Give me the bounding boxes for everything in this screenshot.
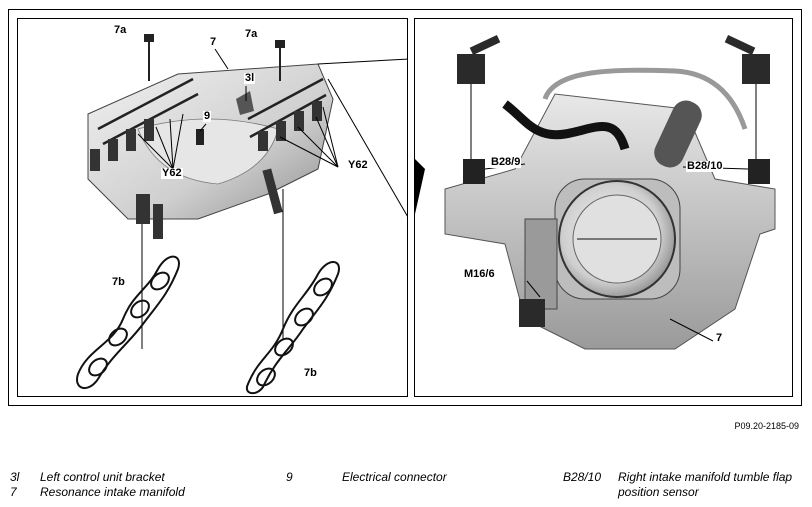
figure-frame: 7a 7a 7 3l 9 Y62 Y62 7b 7b (8, 9, 802, 406)
callout-bracket: 3l (244, 72, 256, 84)
left-panel-exploded-view: 7a 7a 7 3l 9 Y62 Y62 7b 7b (17, 18, 408, 397)
legend-column-2: 9 Electrical connector (286, 470, 546, 485)
legend-text: Right intake manifold tumble flap positi… (618, 470, 793, 499)
callout-valves-right: Y62 (347, 159, 369, 171)
legend-text: Electrical connector (342, 470, 447, 484)
right-panel-detail-view: B28/9 B28/10 M16/6 7 (414, 18, 793, 397)
callout-sensor-left: B28/9 (490, 156, 522, 168)
legend-code: B28/10 (563, 470, 602, 484)
legend-column-1: 3l Left control unit bracket 7 Resonance… (10, 470, 270, 500)
legend-item: B28/10 Right intake manifold tumble flap… (563, 470, 803, 500)
legend-code: 9 (286, 470, 293, 484)
callout-sensor-right: B28/10 (686, 160, 724, 172)
callout-gasket-left: 7b (111, 276, 126, 288)
sensor-right (724, 35, 770, 184)
legend-item: 3l Left control unit bracket (10, 470, 270, 485)
callout-bolt-right: 7a (244, 28, 259, 40)
legend-item: 7 Resonance intake manifold (10, 485, 270, 500)
legend-item: 9 Electrical connector (286, 470, 546, 485)
legend-code: 3l (10, 470, 20, 484)
callout-manifold-detail: 7 (715, 332, 724, 344)
legend-text: Resonance intake manifold (40, 485, 185, 499)
callout-connector: 9 (203, 110, 212, 122)
callout-valves-left: Y62 (161, 167, 183, 179)
callout-gasket-right: 7b (303, 367, 318, 379)
sensor-left (457, 35, 501, 184)
callout-bolt-left: 7a (113, 24, 128, 36)
manifold-exploded-drawing (76, 34, 407, 395)
gasket-left (76, 255, 180, 389)
callout-manifold: 7 (209, 36, 218, 48)
throttle-detail-drawing (415, 35, 776, 350)
figure-id: P09.20-2185-09 (734, 421, 799, 431)
legend-code: 7 (10, 485, 17, 499)
legend-column-3: B28/10 Right intake manifold tumble flap… (563, 470, 803, 500)
gasket-right (245, 261, 340, 395)
legend-text: Left control unit bracket (40, 470, 165, 484)
callout-throttle: M16/6 (463, 268, 496, 280)
throttle-connector (519, 299, 545, 327)
